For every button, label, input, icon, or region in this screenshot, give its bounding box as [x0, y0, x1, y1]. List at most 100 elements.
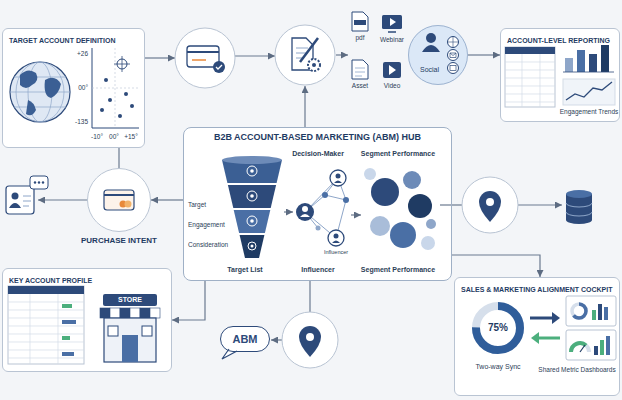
- store-icon-part: [104, 318, 156, 362]
- segment-bubbles-part: [421, 236, 435, 250]
- profile-table-part: [8, 286, 84, 364]
- dashboard-icons-part: [592, 310, 596, 320]
- profile-table-part: [62, 320, 76, 324]
- node-title: TARGET ACCOUNT DEFINITION: [9, 37, 116, 45]
- network-part: [334, 234, 339, 239]
- node-fill: [87, 168, 151, 232]
- network: [296, 170, 361, 246]
- diagram-label: pdf: [355, 34, 364, 41]
- channel-circle: Social: [408, 25, 468, 85]
- funnel: [222, 156, 293, 258]
- person-card-icon-part: [23, 196, 31, 206]
- social-icon-part: [448, 37, 459, 48]
- globe-icon-part: [26, 100, 36, 115]
- leader-line-part: [309, 281, 310, 312]
- person-card-icon-part: [12, 193, 19, 200]
- diagram-label: Engagement: [188, 221, 225, 228]
- map-pin-icon-part: [299, 326, 321, 357]
- network-part: [328, 230, 344, 246]
- person-card-icon-part: [42, 181, 44, 183]
- social-icon-part: [426, 33, 436, 43]
- person-card-icon-part: [9, 203, 21, 208]
- diagram-label: Two-way Sync: [475, 363, 520, 371]
- network-part: [336, 174, 341, 179]
- card-check-icon-part: [213, 61, 225, 73]
- dashboard-icons: [566, 296, 616, 360]
- diagram-label: Target: [188, 201, 206, 208]
- dashboard-icons-part: [598, 304, 602, 320]
- map-pin-icon-part: [486, 198, 494, 206]
- asset-icons-part: [388, 31, 396, 33]
- segment-bubbles-part: [403, 171, 421, 189]
- segment-bubbles-part: [408, 194, 432, 218]
- map-pin-icon-part: [306, 333, 314, 341]
- globe-icon-part: [20, 70, 37, 88]
- funnel-part-part: [247, 191, 257, 201]
- segment-bubbles: [364, 168, 436, 250]
- dashboard-icons-part: [604, 307, 608, 320]
- store-icon-part-part: [100, 308, 110, 318]
- sync-arrows-part: [538, 337, 560, 340]
- donut-chart-part: [476, 306, 520, 350]
- person-card-icon-part: [30, 176, 48, 189]
- database-icon-part: [566, 203, 592, 216]
- connector-arrow: [468, 54, 500, 55]
- document-icon-part: [312, 63, 316, 67]
- diagram-label: Influencer: [301, 266, 334, 274]
- diagram-label: Decision-Maker: [292, 150, 344, 158]
- segment-bubbles-part: [426, 219, 436, 229]
- segment-bubbles-part: [371, 178, 399, 206]
- card-check-icon-part: [192, 59, 206, 61]
- network-part: [351, 214, 361, 215]
- social-icon-part: [450, 66, 456, 71]
- connector-arrow: [172, 281, 205, 320]
- asset-icons: [352, 12, 402, 79]
- asset-icons-part: [382, 15, 402, 29]
- funnel-part-part: [247, 216, 257, 226]
- globe-icon-part: [45, 78, 61, 98]
- network-part: [334, 181, 342, 184]
- node-fill: [408, 25, 468, 85]
- database-icon-part: [566, 190, 592, 198]
- panel-box: SALES & MARKETING ALIGNMENT COCKPIT: [454, 277, 620, 396]
- store-icon-part-part: [140, 308, 150, 318]
- leader-line-part: [336, 54, 348, 55]
- scatter-plot-part: [104, 78, 108, 82]
- scatter-plot-part: [92, 48, 139, 128]
- card-check-icon-part: [216, 65, 222, 69]
- leader-line-part: [145, 57, 175, 58]
- person-card-icon-part: [38, 181, 40, 183]
- database-icon: [566, 190, 592, 224]
- funnel-part-part: [251, 245, 254, 248]
- scatter-plot-part: [92, 48, 139, 128]
- credit-card-icon-part: [104, 190, 134, 210]
- leader-line-part: [440, 204, 462, 205]
- leader-line-part: [235, 55, 275, 56]
- globe-icon-part: [10, 77, 70, 107]
- diagram-label: Shared Metric Dashboards: [538, 366, 615, 373]
- panel-box: ACCOUNT-LEVEL REPORTING: [500, 28, 620, 122]
- store-icon-part-part: [130, 308, 140, 318]
- diagram-label: STORE: [118, 296, 142, 304]
- store-icon-part-part: [110, 308, 120, 318]
- sync-arrows-part: [530, 317, 553, 320]
- credit-card-icon-part: [125, 201, 132, 208]
- globe-icon: [10, 62, 70, 122]
- speech-bubble-tail-part: [222, 349, 237, 359]
- report-table: [505, 47, 555, 107]
- bar-chart-part: [565, 58, 573, 72]
- store-icon-part-part: [120, 308, 130, 318]
- connector-arrow: [452, 255, 540, 277]
- funnel-part: [240, 235, 265, 258]
- diagram-label: Engagement Trends: [560, 108, 619, 115]
- funnel-part: [247, 166, 257, 250]
- report-table-part: [505, 47, 555, 107]
- scatter-plot-part: [124, 92, 128, 96]
- donut-chart-part: [476, 306, 520, 350]
- social-icon-part: [422, 45, 440, 52]
- funnel-part: [234, 210, 271, 233]
- scatter-plot-part: [100, 108, 104, 112]
- leader-line-part: [518, 204, 562, 205]
- funnel-part: [222, 156, 282, 164]
